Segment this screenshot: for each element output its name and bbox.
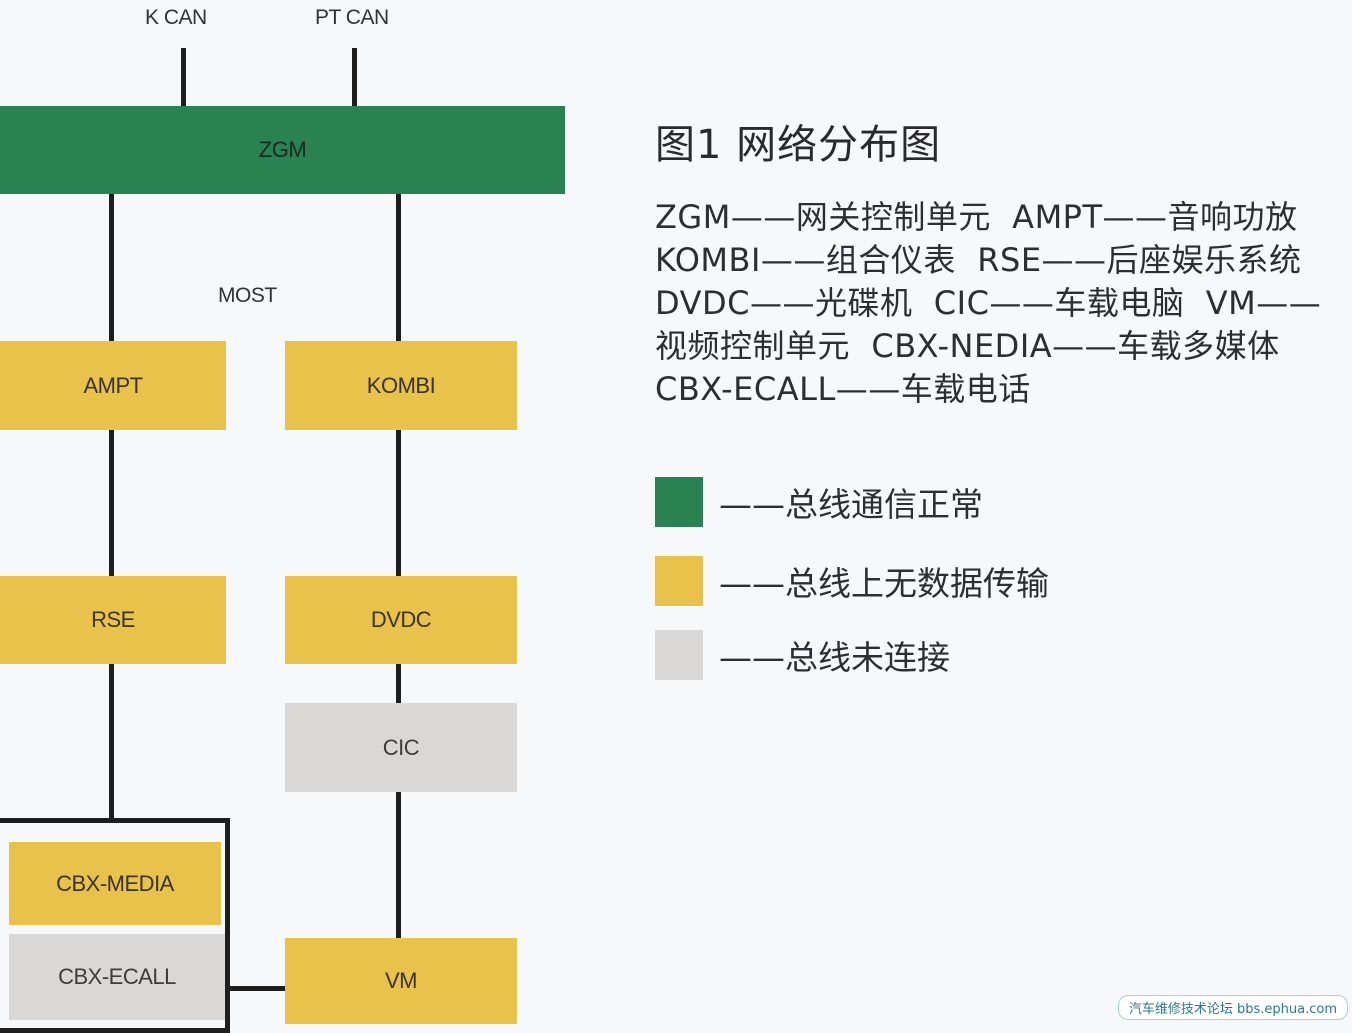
- pt-can-line: [352, 48, 357, 108]
- kombi-node: KOMBI: [285, 341, 517, 430]
- legend-swatch-not-connected: [655, 630, 703, 680]
- most-left-line: [109, 190, 114, 822]
- k-can-label: K CAN: [145, 6, 207, 29]
- figure-description: ZGM——网关控制单元 AMPT——音响功放 KOMBI——组合仪表 RSE——…: [655, 198, 1323, 408]
- legend-item-not-connected: ——总线未连接: [655, 630, 950, 680]
- pt-can-label: PT CAN: [315, 6, 389, 29]
- cbx-media-node: CBX-MEDIA: [9, 842, 221, 925]
- ecall-vm-line: [230, 986, 288, 991]
- legend-item-normal: ——总线通信正常: [655, 477, 983, 527]
- k-can-line: [181, 48, 186, 108]
- legend-swatch-no-data: [655, 556, 703, 606]
- figure-title: 图1 网络分布图: [655, 122, 942, 168]
- dvdc-node: DVDC: [285, 576, 517, 664]
- most-right-line: [396, 190, 401, 942]
- rse-node: RSE: [0, 576, 226, 664]
- legend-text-no-data: ——总线上无数据传输: [719, 564, 1049, 603]
- legend-text-not-connected: ——总线未连接: [719, 638, 950, 677]
- most-label: MOST: [218, 284, 277, 307]
- ampt-node: AMPT: [0, 341, 226, 430]
- cic-node: CIC: [285, 703, 517, 792]
- cbx-ecall-node: CBX-ECALL: [9, 934, 225, 1020]
- zgm-node: ZGM: [0, 106, 565, 194]
- legend-swatch-normal: [655, 477, 703, 527]
- legend-item-no-data: ——总线上无数据传输: [655, 556, 1049, 606]
- watermark: 汽车维修技术论坛 bbs.ephua.com: [1117, 995, 1348, 1020]
- vm-node: VM: [285, 938, 517, 1024]
- legend-text-normal: ——总线通信正常: [719, 485, 983, 524]
